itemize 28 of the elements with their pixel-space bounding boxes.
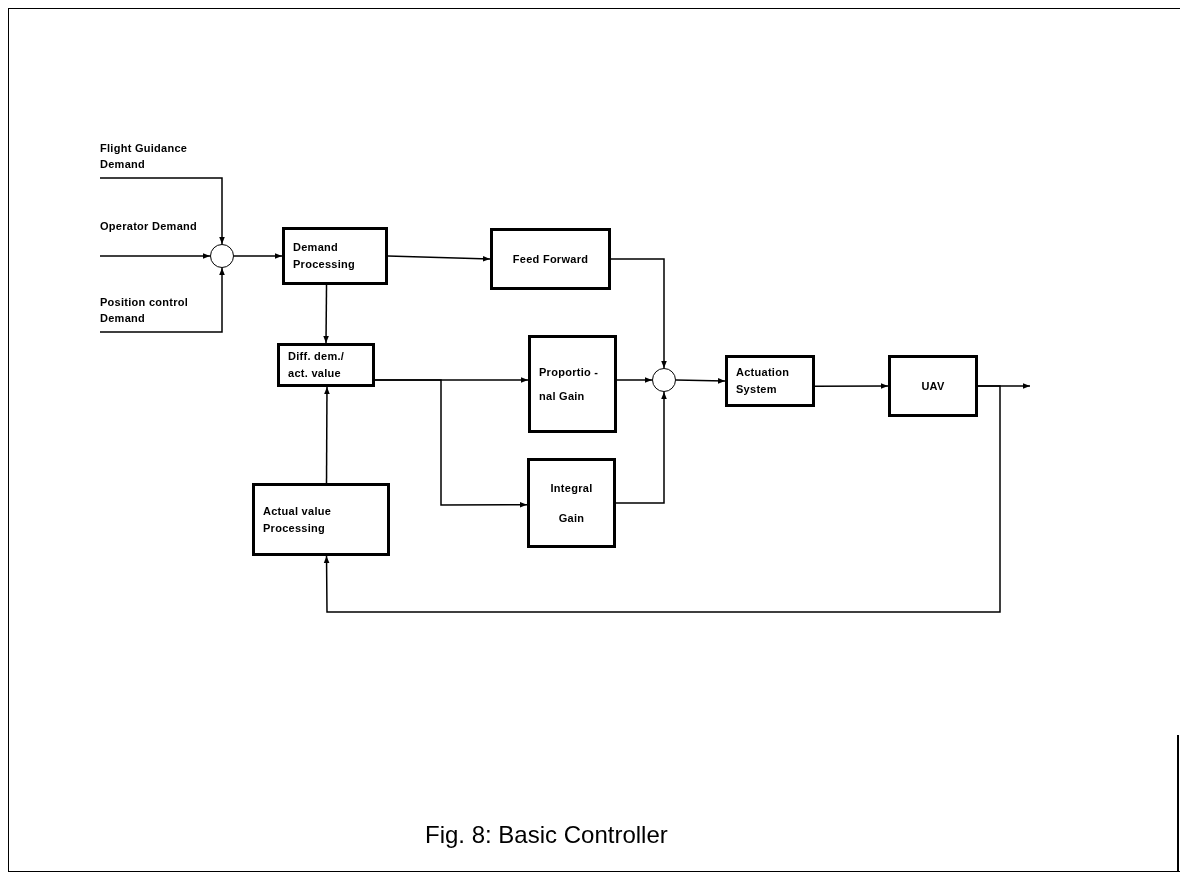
block-box: Demand Processing [282, 227, 388, 285]
arrow [615, 391, 667, 504]
input-label: Operator Demand [100, 218, 230, 250]
block-box: Actuation System [725, 355, 815, 407]
arrow [323, 385, 1001, 613]
figure-caption: Fig. 8: Basic Controller [425, 820, 668, 850]
input-label: Flight Guidance Demand [100, 140, 230, 172]
arrow [99, 177, 225, 245]
block-box: Proportio - nal Gain [528, 335, 617, 433]
arrow [323, 284, 329, 344]
arrow [610, 258, 667, 369]
arrow [233, 253, 283, 259]
arrow [99, 267, 225, 333]
arrow [324, 386, 330, 484]
summing-junction [652, 368, 676, 392]
arrow [675, 378, 726, 384]
block-box: Diff. dem./ act. value [277, 343, 375, 387]
block-box: Feed Forward [490, 228, 611, 290]
input-label: Position control Demand [100, 294, 230, 326]
arrow [814, 383, 889, 389]
block-box: UAV [888, 355, 978, 417]
summing-junction [210, 244, 234, 268]
arrow [99, 253, 211, 259]
block-box: Integral Gain [527, 458, 616, 548]
arrow [387, 255, 491, 262]
block-box: Actual value Processing [252, 483, 390, 556]
arrow [374, 379, 528, 508]
arrow [616, 377, 653, 383]
